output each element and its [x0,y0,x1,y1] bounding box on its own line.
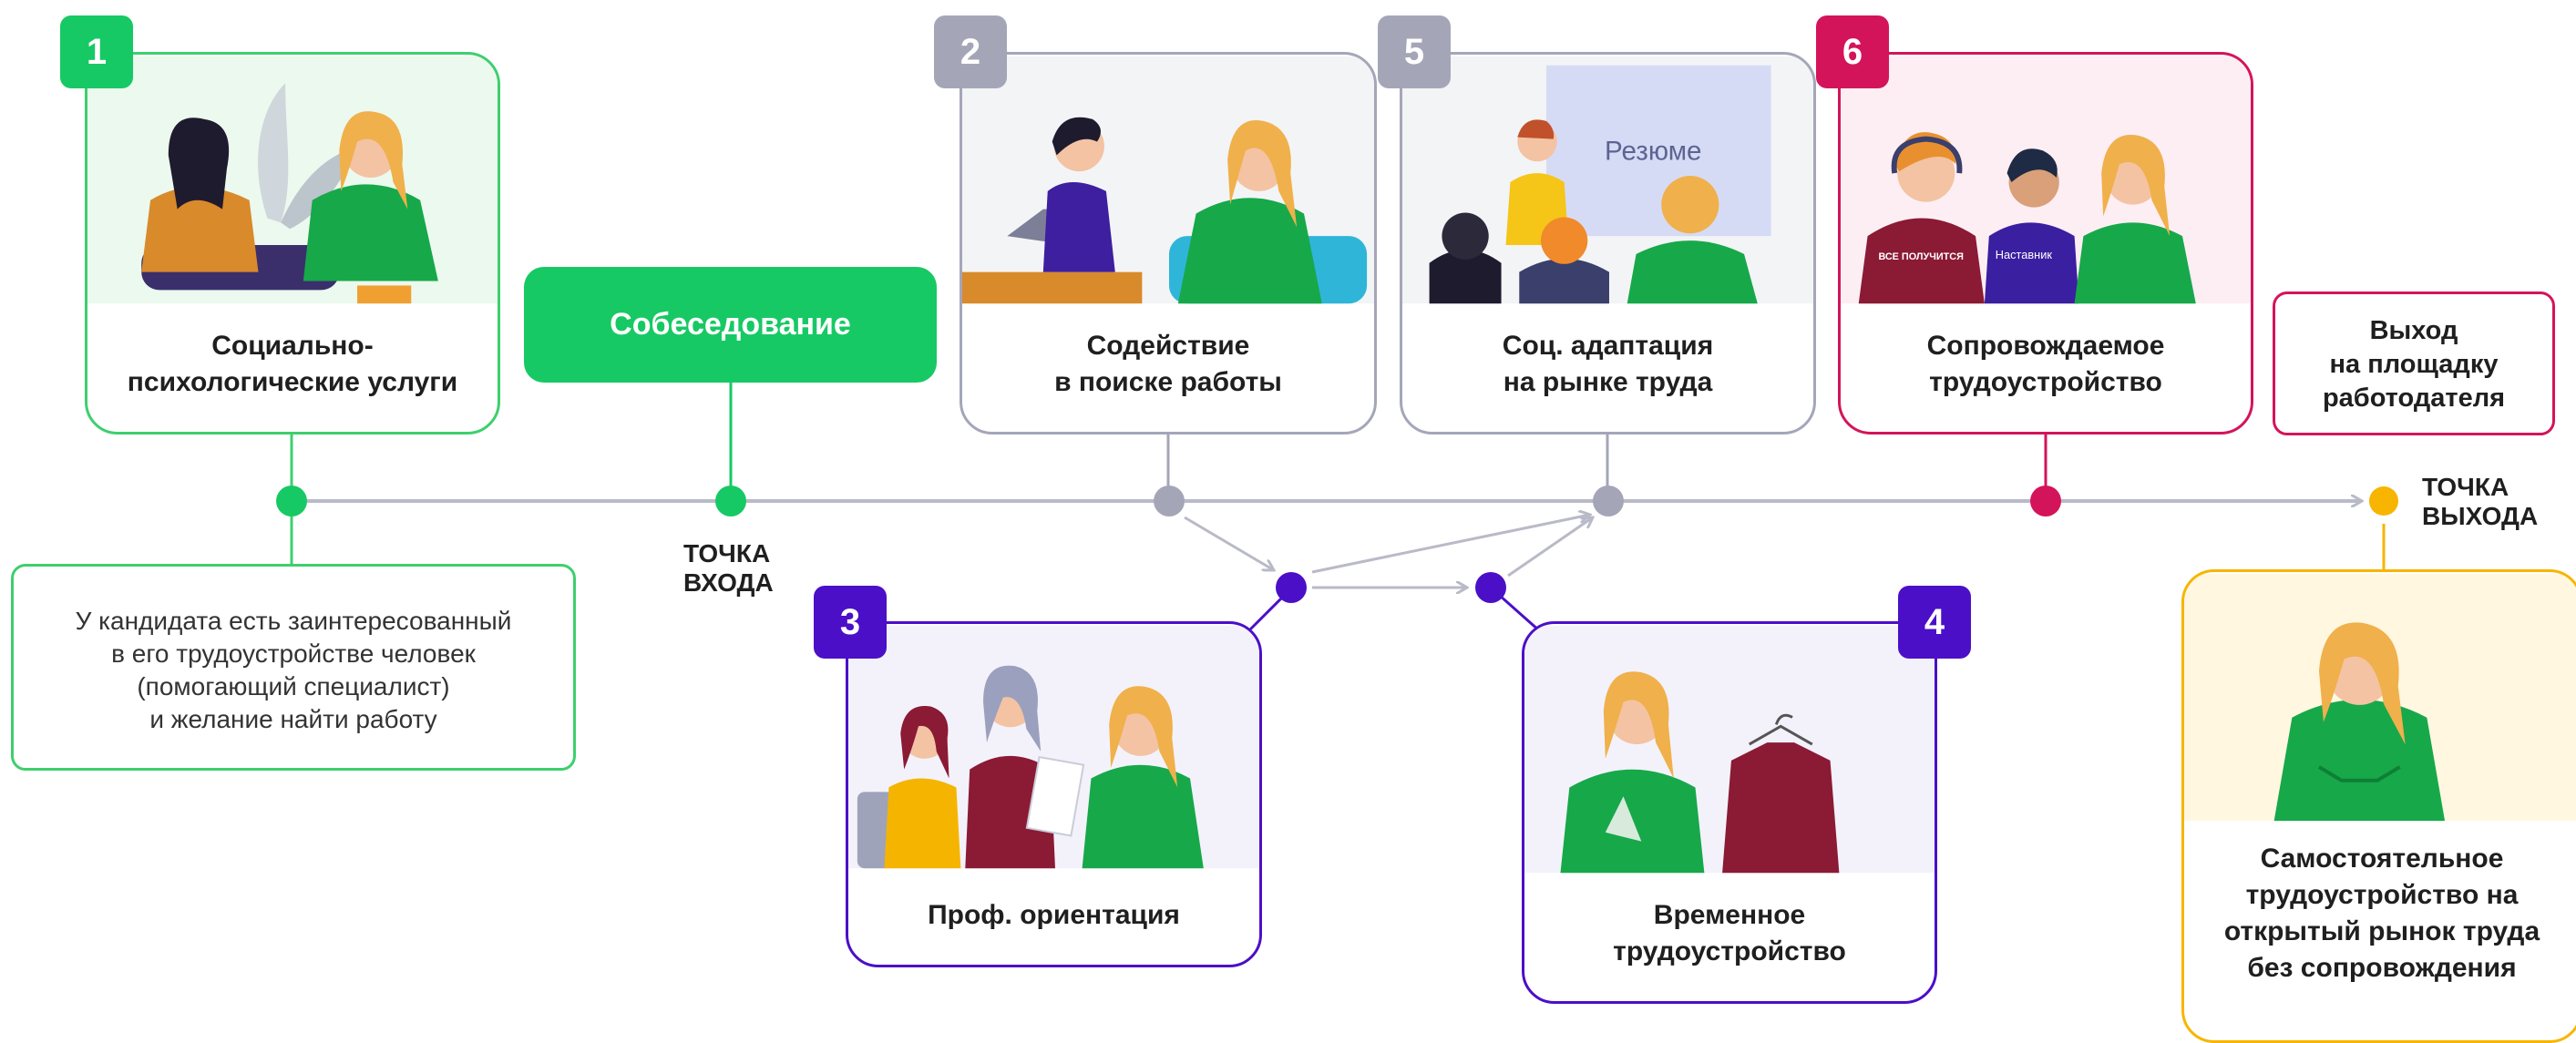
badge-step-1: 1 [60,15,133,88]
independent-employment-card: Самостоятельное трудоустройство на откры… [2181,569,2576,1043]
entry-point-label: ТОЧКА ВХОДА [683,539,774,597]
card-step-4-label: Временное трудоустройство [1613,900,1846,966]
badge-step-6: 6 [1816,15,1889,88]
connector-lines [290,383,2386,633]
career-guidance-illustration [848,625,1259,869]
interview-box: Собеседование [524,267,937,383]
adaptation-illustration: Резюме [1402,56,1813,304]
node-step-3 [1276,572,1307,603]
psychologist-illustration [87,56,498,304]
card-step-1: Социально- психологические услуги [85,52,500,435]
exit-point-label: ТОЧКА ВЫХОДА [2422,473,2539,530]
node-entry [715,486,746,516]
node-step-4 [1475,572,1506,603]
card-step-3-label: Проф. ориентация [928,900,1180,930]
badge-step-3: 3 [814,586,887,659]
card-step-2: Содействие в поиске работы [960,52,1377,435]
employer-exit-box: Выход на площадку работодателя [2273,291,2555,435]
badge-step-2: 2 [934,15,1007,88]
temporary-employment-illustration [1524,625,1935,874]
node-step-2 [1154,486,1185,516]
badge-step-5: 5 [1378,15,1451,88]
card-step-4: Временное трудоустройство [1522,621,1937,1004]
node-step-5 [1593,486,1624,516]
mentor-shirt-text: Наставник [1996,248,2053,261]
card-step-2-label: Содействие в поиске работы [1054,331,1282,397]
card-step-6: ВСЕ ПОЛУЧИТСЯ Наставник Сопровождаемое т… [1838,52,2253,435]
node-exit [2369,486,2398,516]
card-step-5-label: Соц. адаптация на рынке труда [1502,331,1714,397]
candidate-condition-note: У кандидата есть заинтересованный в его … [11,564,576,771]
supported-employment-illustration: ВСЕ ПОЛУЧИТСЯ Наставник [1841,56,2251,304]
card-step-6-label: Сопровождаемое трудоустройство [1926,331,2165,397]
node-step-6 [2030,486,2061,516]
independent-employment-illustration [2184,573,2576,822]
independent-employment-label: Самостоятельное трудоустройство на откры… [2223,844,2540,983]
badge-step-4: 4 [1898,586,1971,659]
card-step-3: Проф. ориентация [846,621,1262,967]
card-step-5: Резюме Соц. адаптация на рынке труда [1400,52,1816,435]
card-step-1-label: Социально- психологические услуги [127,331,458,397]
node-step-1 [276,486,307,516]
shirt-slogan-text: ВСЕ ПОЛУЧИТСЯ [1878,251,1964,262]
job-search-illustration [962,56,1374,304]
resume-board-text: Резюме [1605,136,1701,166]
